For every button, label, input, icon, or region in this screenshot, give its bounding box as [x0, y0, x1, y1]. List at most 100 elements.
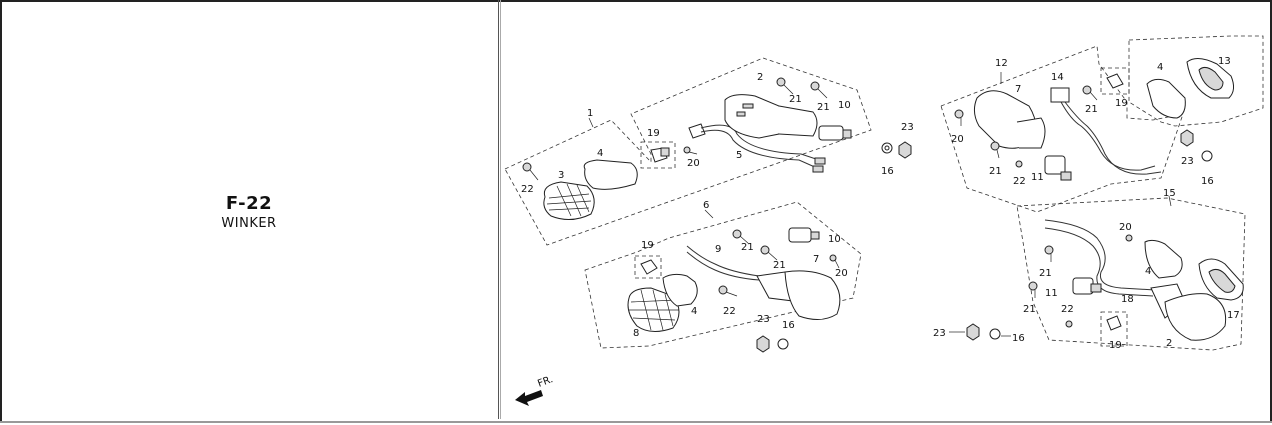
callout-13: 13: [1218, 56, 1231, 67]
socket-harness-5: [688, 123, 826, 173]
stud-11-a: [1044, 155, 1072, 181]
callout-23-d: 23: [933, 328, 946, 339]
bulb-19-d: [1106, 315, 1122, 331]
harness-18: [1044, 219, 1156, 291]
callout-5: 5: [736, 150, 742, 161]
housing-7-a: [756, 270, 841, 320]
callout-11-a: 11: [1031, 172, 1044, 183]
callout-20-b: 20: [835, 268, 848, 279]
nut-23-d: [966, 323, 980, 341]
nut-23-a: [898, 141, 912, 159]
housing-2-b: [1150, 283, 1227, 341]
callout-16-a: 16: [881, 166, 894, 177]
callout-23-a: 23: [901, 122, 914, 133]
group-13-boundary: [1128, 35, 1264, 127]
callout-22-d: 22: [1061, 304, 1074, 315]
bolt-21-d: [760, 245, 778, 261]
callout-20-c: 20: [951, 134, 964, 145]
bolt-21-a: [776, 77, 794, 95]
callout-8: 8: [633, 328, 639, 339]
callout-21-a: 21: [789, 94, 802, 105]
callout-16-d: 16: [1012, 333, 1025, 344]
gasket-13: [1186, 58, 1235, 99]
screw-22-c: [1015, 160, 1023, 168]
callout-16-c: 16: [1201, 176, 1214, 187]
group-15-boundary: [1016, 197, 1246, 351]
bulb-19-a: [650, 147, 670, 163]
callout-9: 9: [715, 244, 721, 255]
housing-2-a: [724, 94, 818, 139]
bolt-21-g: [1044, 245, 1054, 262]
bottom-rule: [0, 421, 1272, 423]
washer-16-b: [777, 338, 789, 350]
callout-18: 18: [1121, 294, 1134, 305]
callout-15: 15: [1163, 188, 1176, 199]
callout-23-c: 23: [1181, 156, 1194, 167]
callout-1: 1: [587, 108, 593, 119]
bulb-19-b: [640, 259, 658, 275]
callout-14: 14: [1051, 72, 1064, 83]
front-direction-arrow-icon: [515, 390, 543, 406]
screw-20-c: [954, 109, 964, 126]
callout-12: 12: [995, 58, 1008, 69]
callout-labels: 1 2 2 3 4 4 4 4 5 6 7 7 8 9 10 10 11 11 …: [521, 56, 1240, 351]
screw-22-a: [522, 162, 539, 181]
callout-21-f: 21: [1085, 104, 1098, 115]
stud-10-b: [788, 227, 820, 243]
callout-6: 6: [703, 200, 709, 211]
callout-4-c: 4: [1157, 62, 1163, 73]
screw-20-d: [1125, 234, 1133, 242]
callout-3: 3: [558, 170, 564, 181]
lens-striped-8: [627, 287, 680, 332]
nut-23-b: [756, 335, 770, 353]
callout-19-d: 19: [1109, 340, 1122, 351]
callout-4-a: 4: [597, 148, 603, 159]
bolt-21-f: [990, 141, 1000, 159]
callout-23-b: 23: [757, 314, 770, 325]
group-6-boundary: [584, 201, 862, 349]
callout-10-b: 10: [828, 234, 841, 245]
harness-14: [1050, 87, 1162, 175]
washer-16-d: [989, 328, 1001, 340]
callout-22-a: 22: [521, 184, 534, 195]
callout-19-b: 19: [641, 240, 654, 251]
callout-10-a: 10: [838, 100, 851, 111]
stud-11-b: [1072, 277, 1102, 295]
lens-4-c: [1146, 78, 1186, 119]
harness-9: [686, 245, 760, 277]
washer-16-a-inner: [884, 145, 890, 151]
callout-20-a: 20: [687, 158, 700, 169]
lens-striped-3: [543, 181, 595, 220]
screw-20-a: [683, 146, 698, 155]
lens-4: [583, 159, 638, 190]
screw-20-b: [829, 254, 840, 269]
bolt-21-c: [732, 229, 750, 245]
bolt-21-e: [1082, 85, 1098, 101]
section-code: F-22: [225, 193, 273, 214]
gasket-17: [1198, 258, 1244, 301]
callout-21-h: 21: [1023, 304, 1036, 315]
lens-4-b: [662, 273, 698, 307]
bulb-19-c: [1106, 73, 1124, 89]
lens-4-d: [1144, 239, 1183, 279]
nut-23-c: [1180, 129, 1194, 147]
bolt-21-h: [1028, 281, 1038, 298]
callout-17: 17: [1227, 310, 1240, 321]
screw-22-d: [1065, 320, 1073, 328]
screw-22-b: [718, 285, 738, 297]
callout-19-c: 19: [1115, 98, 1128, 109]
exploded-parts-diagram: 1 2 2 3 4 4 4 4 5 6 7 7 8 9 10 10 11 11 …: [501, 2, 1268, 419]
callout-20-d: 20: [1119, 222, 1132, 233]
washer-16-c: [1201, 150, 1213, 162]
bolt-21-b: [810, 81, 828, 99]
section-header-panel: F-22 WINKER: [0, 0, 498, 419]
callout-2-a: 2: [757, 72, 763, 83]
section-name: WINKER: [221, 216, 277, 231]
callout-22-c: 22: [1013, 176, 1026, 187]
callout-21-g: 21: [1039, 268, 1052, 279]
stud-10-a: [818, 125, 852, 141]
callout-4-d: 4: [1145, 266, 1151, 277]
direction-label: FR.: [536, 374, 554, 390]
callout-19-a: 19: [647, 128, 660, 139]
callout-21-c: 21: [741, 242, 754, 253]
